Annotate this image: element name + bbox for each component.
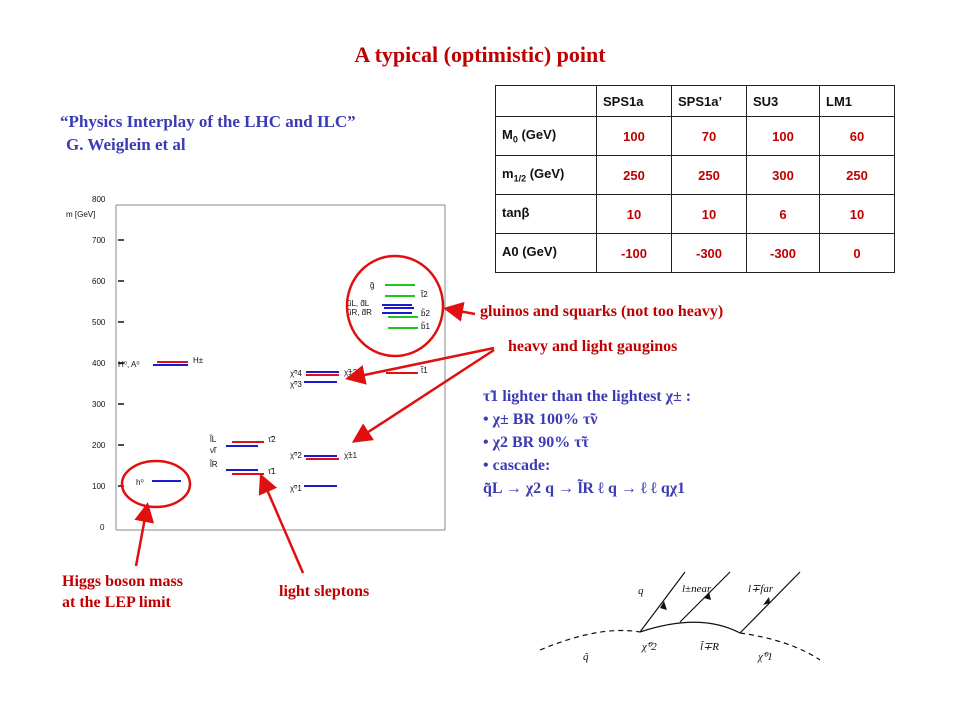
y-ticks bbox=[118, 239, 124, 487]
diagram-lnear-label: l±near bbox=[682, 583, 712, 595]
annotation-arrows bbox=[134, 301, 495, 574]
stau1-label: τ̃1 bbox=[268, 467, 276, 476]
mass-spectrum: m [GeV] 800 700 600 500 400 300 200 100 … bbox=[66, 195, 446, 532]
lepton-near-arrow-icon bbox=[704, 592, 711, 600]
y-tick-label: 800 bbox=[92, 195, 106, 204]
higgs-annotation: Higgs boson mass at the LEP limit bbox=[62, 571, 183, 613]
table-header-row: SPS1a SPS1a’ SU3 LM1 bbox=[495, 85, 895, 117]
light-gaugino-arrow bbox=[351, 348, 495, 443]
y-tick-label: 700 bbox=[92, 236, 106, 245]
table-cell: 250 bbox=[819, 155, 895, 195]
quark-line bbox=[639, 571, 686, 633]
gluino-annotation: gluinos and squarks (not too heavy) bbox=[480, 303, 724, 320]
Hpm-label: H± bbox=[193, 356, 204, 365]
row-label: M0 (GeV) bbox=[495, 116, 597, 156]
stau2-label: τ̃2 bbox=[268, 435, 276, 444]
note-line: τ̃1 lighter than the lightest χ± : bbox=[483, 388, 692, 405]
squark-line bbox=[539, 629, 641, 651]
table-row: tanβ 10 10 6 10 bbox=[495, 194, 895, 234]
sbottom1-label: b̃1 bbox=[421, 322, 430, 331]
neutralino1-line bbox=[739, 632, 821, 661]
parameter-table: SPS1a SPS1a’ SU3 LM1 M0 (GeV) 100 70 100… bbox=[495, 85, 895, 273]
note-line: • χ2 BR 90% τ̃τ bbox=[483, 434, 589, 451]
table-row: M0 (GeV) 100 70 100 60 bbox=[495, 116, 895, 156]
table-cell: 70 bbox=[671, 116, 747, 156]
y-tick-label: 200 bbox=[92, 441, 106, 450]
note-line: q̃L → χ2 q → l̃R ℓ q → ℓ ℓ qχ1 bbox=[483, 480, 686, 497]
row-label: tanβ bbox=[495, 194, 597, 234]
chi20-label: χ̃⁰2 bbox=[290, 451, 302, 460]
table-cell: 10 bbox=[596, 194, 672, 234]
table-row: m1/2 (GeV) 250 250 300 250 bbox=[495, 155, 895, 195]
table-cell: 6 bbox=[746, 194, 820, 234]
sneutrino-label: ν̃l bbox=[210, 446, 217, 455]
citation: “Physics Interplay of the LHC and ILC” G… bbox=[60, 110, 356, 156]
table-cell: 250 bbox=[596, 155, 672, 195]
uL-dL-label: ũL, d̃L bbox=[347, 299, 370, 308]
sbottom2-label: b̃2 bbox=[421, 309, 430, 318]
table-cell: -300 bbox=[671, 233, 747, 273]
y-tick-label: 300 bbox=[92, 400, 106, 409]
y-tick-label: 600 bbox=[92, 277, 106, 286]
neutralino2-line bbox=[639, 621, 741, 634]
decay-notes: τ̃1 lighter than the lightest χ± : • χ± … bbox=[483, 385, 691, 500]
higgs-annotation-line1: Higgs boson mass bbox=[62, 573, 183, 590]
cascade-diagram: q l±near l∓far q̃ χ̃⁰2 l̃∓R χ̃⁰1 bbox=[539, 571, 821, 663]
y-tick-label: 500 bbox=[92, 318, 106, 327]
gluino-label: g̃ bbox=[370, 281, 375, 290]
slepton-annotation: light sleptons bbox=[279, 583, 370, 600]
table-row: A0 (GeV) -100 -300 -300 0 bbox=[495, 233, 895, 273]
table-header-cell: SPS1a bbox=[596, 85, 672, 117]
chi10-label: χ̃⁰1 bbox=[290, 484, 302, 493]
stop1-label: t̃1 bbox=[420, 366, 428, 375]
y-tick-label: 0 bbox=[100, 523, 105, 532]
lepton-far-line bbox=[739, 571, 801, 634]
lepton-far-arrow-icon bbox=[763, 597, 770, 605]
diagram-lR-label: l̃∓R bbox=[700, 640, 719, 653]
diagram-qtilde-label: q̃ bbox=[583, 651, 589, 663]
heavy-gaugino-arrow bbox=[345, 346, 495, 385]
citation-authors: G. Weiglein et al bbox=[66, 135, 186, 154]
stop2-label: t̃2 bbox=[420, 290, 428, 299]
diagram-chi1-label: χ̃⁰1 bbox=[757, 651, 773, 663]
y-tick-label: 400 bbox=[92, 359, 106, 368]
row-label: A0 (GeV) bbox=[495, 233, 597, 273]
row-label: m1/2 (GeV) bbox=[495, 155, 597, 195]
diagram-chi2-label: χ̃⁰2 bbox=[641, 641, 657, 653]
chi40-label: χ̃⁰4 bbox=[290, 369, 302, 378]
table-cell: 0 bbox=[819, 233, 895, 273]
table-header-cell: SPS1a’ bbox=[671, 85, 747, 117]
citation-title: “Physics Interplay of the LHC and ILC” bbox=[60, 112, 356, 131]
y-tick-label: 100 bbox=[92, 482, 106, 491]
note-line: • χ± BR 100% τ̃ν bbox=[483, 411, 598, 428]
y-axis-label: m [GeV] bbox=[66, 210, 95, 219]
gaugino-annotation: heavy and light gauginos bbox=[508, 338, 678, 355]
higgs-annotation-line2: at the LEP limit bbox=[62, 594, 171, 611]
slepton-arrow bbox=[258, 473, 305, 574]
page-title: A typical (optimistic) point bbox=[354, 42, 606, 67]
uR-dR-label: ũR, d̃R bbox=[347, 308, 372, 317]
diagram-q-label: q bbox=[638, 585, 644, 597]
note-line: • cascade: bbox=[483, 457, 551, 474]
slepton-R-label: l̃R bbox=[209, 460, 218, 469]
chi1pm-label: χ̃±1 bbox=[344, 451, 358, 460]
table-cell: -300 bbox=[746, 233, 820, 273]
h0-label: h⁰ bbox=[136, 478, 144, 487]
quark-arrow-icon bbox=[660, 601, 667, 610]
H0-A0-label: H⁰, A⁰ bbox=[118, 360, 140, 369]
slepton-L-label: l̃L bbox=[209, 435, 217, 444]
table-cell: 60 bbox=[819, 116, 895, 156]
table-cell: -100 bbox=[596, 233, 672, 273]
table-cell: 250 bbox=[671, 155, 747, 195]
table-cell: 100 bbox=[746, 116, 820, 156]
higgs-arrow bbox=[134, 502, 155, 567]
gluino-arrow bbox=[443, 301, 476, 322]
chi30-label: χ̃⁰3 bbox=[290, 380, 302, 389]
diagram-lfar-label: l∓far bbox=[748, 583, 774, 595]
squark-circle bbox=[345, 254, 445, 358]
higgs-circle bbox=[120, 459, 192, 509]
